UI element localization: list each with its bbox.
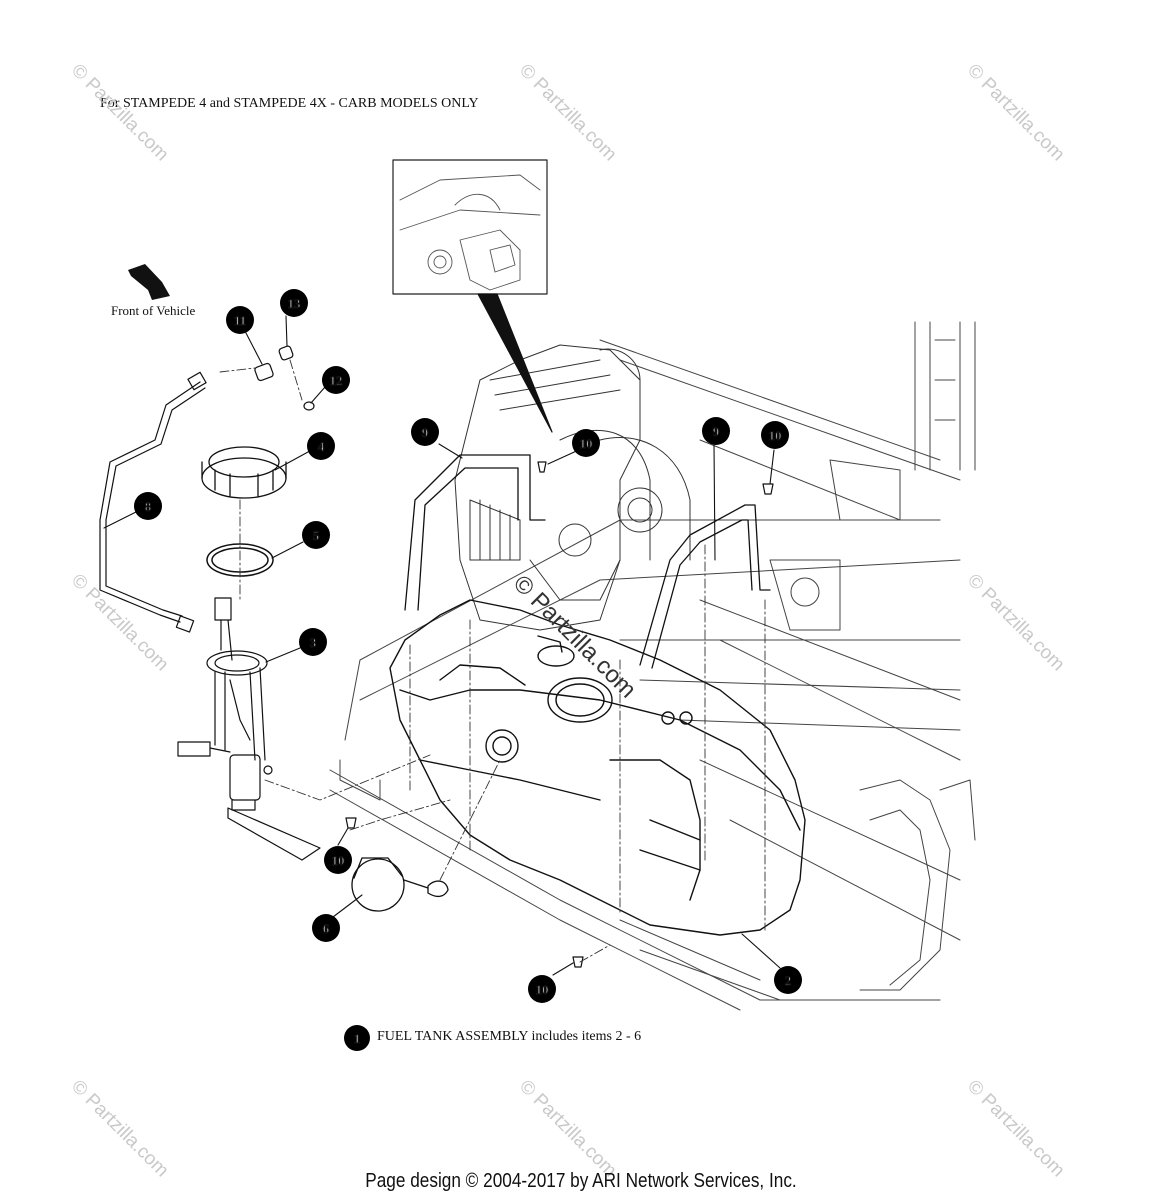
callout-9-right: 9 — [702, 417, 730, 445]
callout-11: 11 — [226, 306, 254, 334]
alignment-lines — [219, 359, 766, 963]
leader-lines — [103, 315, 781, 976]
fuel-tank — [389, 599, 806, 936]
svg-text:4: 4 — [318, 439, 325, 454]
svg-text:11: 11 — [234, 313, 246, 328]
svg-text:8: 8 — [145, 499, 152, 514]
fuel-cap — [351, 857, 449, 912]
lock-ring — [201, 446, 287, 499]
svg-text:10: 10 — [769, 428, 782, 443]
fuel-line — [99, 371, 207, 633]
fittings — [254, 345, 315, 411]
svg-text:1: 1 — [354, 1031, 361, 1046]
legend-marker: 1 — [344, 1025, 370, 1051]
front-of-vehicle-label: Front of Vehicle — [111, 303, 196, 318]
svg-text:6: 6 — [323, 921, 330, 936]
svg-text:9: 9 — [713, 424, 720, 439]
callout-4: 4 — [307, 432, 335, 460]
svg-text:2: 2 — [785, 973, 792, 988]
callout-9-left: 9 — [411, 418, 439, 446]
svg-text:10: 10 — [580, 436, 593, 451]
callout-13: 13 — [280, 289, 308, 317]
callout-10-right: 10 — [761, 421, 789, 449]
engine — [454, 344, 691, 631]
tank-straps — [404, 454, 771, 669]
svg-text:3: 3 — [310, 635, 317, 650]
callout-10-bottom: 10 — [528, 975, 556, 1003]
callout-8: 8 — [134, 492, 162, 520]
callout-12: 12 — [322, 366, 350, 394]
callout-6: 6 — [312, 914, 340, 942]
page-footer: Page design © 2004-2017 by ARI Network S… — [365, 1170, 797, 1192]
callout-10-left: 10 — [324, 846, 352, 874]
inset-detail — [392, 159, 553, 433]
legend-text: FUEL TANK ASSEMBLY includes items 2 - 6 — [377, 1029, 642, 1044]
vehicle-frame — [329, 321, 976, 1011]
callout-markers: 13 11 12 4 8 5 3 9 10 9 10 10 6 10 2 1 — [134, 289, 802, 1051]
callout-2: 2 — [774, 966, 802, 994]
model-note: For STAMPEDE 4 and STAMPEDE 4X - CARB MO… — [100, 96, 479, 111]
front-arrow-icon — [128, 264, 170, 300]
fuel-pump-assembly — [177, 597, 321, 861]
svg-text:10: 10 — [332, 853, 345, 868]
callout-5: 5 — [302, 521, 330, 549]
callout-3: 3 — [299, 628, 327, 656]
svg-text:10: 10 — [536, 982, 549, 997]
svg-text:12: 12 — [330, 373, 343, 388]
svg-text:13: 13 — [288, 296, 302, 311]
callout-10-center: 10 — [572, 429, 600, 457]
svg-text:9: 9 — [422, 425, 429, 440]
svg-text:5: 5 — [313, 528, 320, 543]
